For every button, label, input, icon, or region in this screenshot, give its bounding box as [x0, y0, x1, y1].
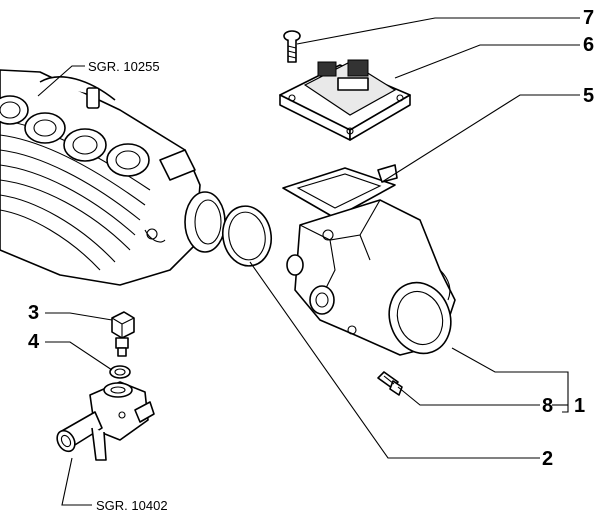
gasket-ring: [221, 205, 273, 267]
callout-8: 8: [542, 395, 553, 417]
leader-lines: [37, 17, 580, 506]
manifold-reference: SGR. 10255: [88, 59, 160, 74]
control-module: [279, 59, 411, 141]
fitting-reference: SGR. 10402: [96, 498, 168, 512]
throttle-body: [286, 199, 456, 356]
flat-gasket: [282, 164, 398, 219]
callout-3: 3: [28, 302, 39, 324]
bolt: [377, 371, 403, 396]
callout-1: 1: [574, 395, 585, 417]
callout-4: 4: [28, 331, 40, 353]
temperature-sensor: [111, 311, 135, 357]
callout-2: 2: [542, 448, 553, 470]
screw: [283, 30, 301, 63]
callout-6: 6: [583, 34, 594, 56]
sealing-washer: [109, 365, 131, 379]
intake-manifold: [0, 69, 226, 286]
coolant-fitting: [56, 381, 155, 461]
callout-5: 5: [583, 85, 594, 107]
callout-7: 7: [583, 7, 594, 29]
